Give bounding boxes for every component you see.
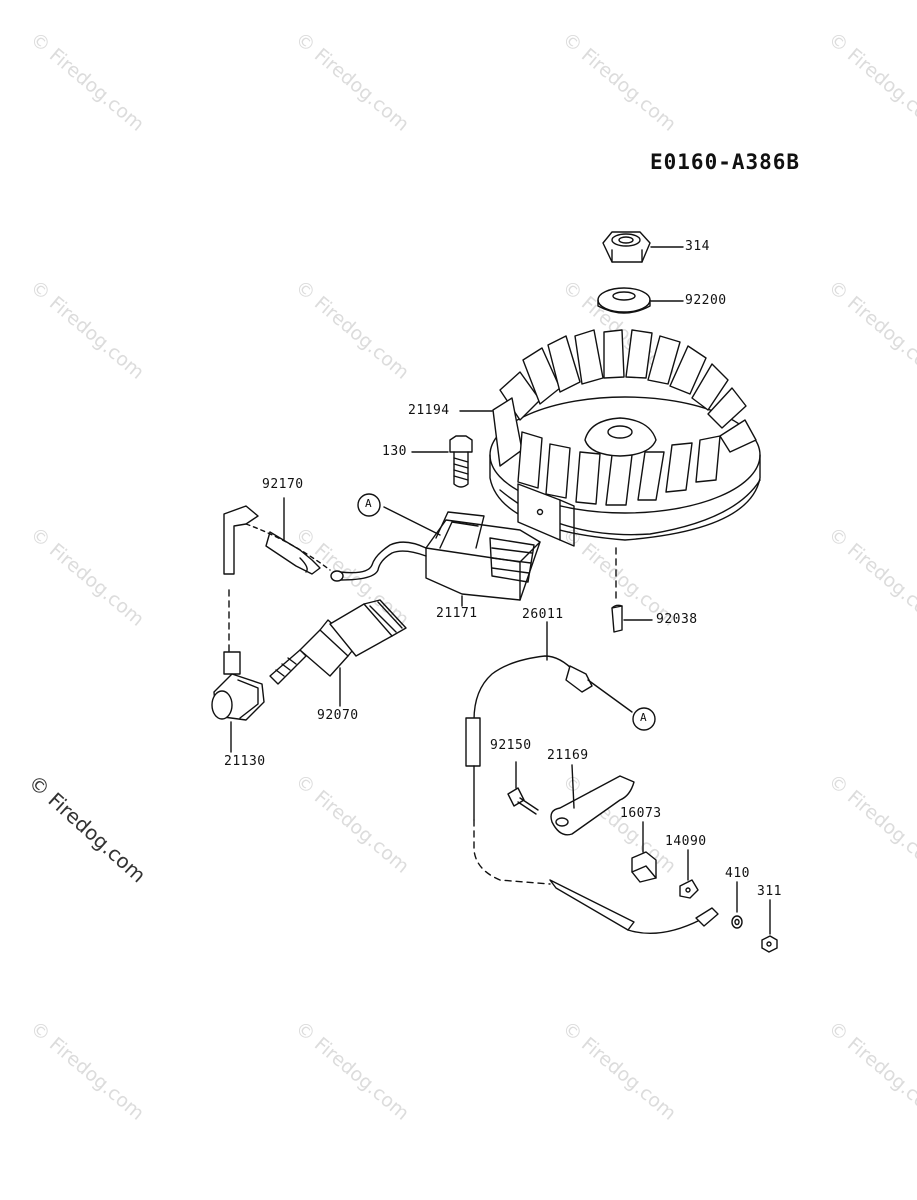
part-label-14090: 14090 xyxy=(665,834,707,849)
plug-cap-21130-shape xyxy=(211,505,331,721)
part-label-21171: 21171 xyxy=(436,606,478,621)
part-label-130: 130 xyxy=(382,444,407,459)
clip-92170-shape xyxy=(265,531,321,575)
diagram-code: E0160-A386B xyxy=(650,150,801,174)
clamp-14090-shape xyxy=(679,879,699,899)
flywheel-21194-shape xyxy=(489,329,761,547)
ref-a-circle xyxy=(357,493,381,517)
part-label-21169: 21169 xyxy=(547,748,589,763)
washer-92200-shape xyxy=(597,287,651,314)
plate-21169-shape xyxy=(550,775,635,836)
washer-410-shape xyxy=(731,915,743,929)
ref-a-label: A xyxy=(640,711,648,724)
ignition-coil-21171-shape xyxy=(330,511,541,601)
part-label-92070: 92070 xyxy=(317,708,359,723)
part-label-92170: 92170 xyxy=(262,477,304,492)
key-92038-shape xyxy=(611,604,623,633)
ref-a-label: A xyxy=(365,497,373,510)
lead-26011-shape xyxy=(465,621,719,935)
bolt-130-shape xyxy=(449,435,473,488)
part-label-311: 311 xyxy=(757,884,782,899)
nut-314-shape xyxy=(602,231,651,263)
part-label-92200: 92200 xyxy=(685,293,727,308)
spark-plug-92070-shape xyxy=(269,599,407,685)
part-label-16073: 16073 xyxy=(620,806,662,821)
part-label-314: 314 xyxy=(685,239,710,254)
ref-a-circle xyxy=(632,707,656,731)
part-label-21194: 21194 xyxy=(408,403,450,418)
part-label-92150: 92150 xyxy=(490,738,532,753)
screw-92150-shape xyxy=(507,787,539,815)
clip-16073-shape xyxy=(631,851,657,883)
part-label-26011: 26011 xyxy=(522,607,564,622)
nut-311-shape xyxy=(761,935,778,953)
part-label-410: 410 xyxy=(725,866,750,881)
part-label-92038: 92038 xyxy=(656,612,698,627)
part-label-21130: 21130 xyxy=(224,754,266,769)
